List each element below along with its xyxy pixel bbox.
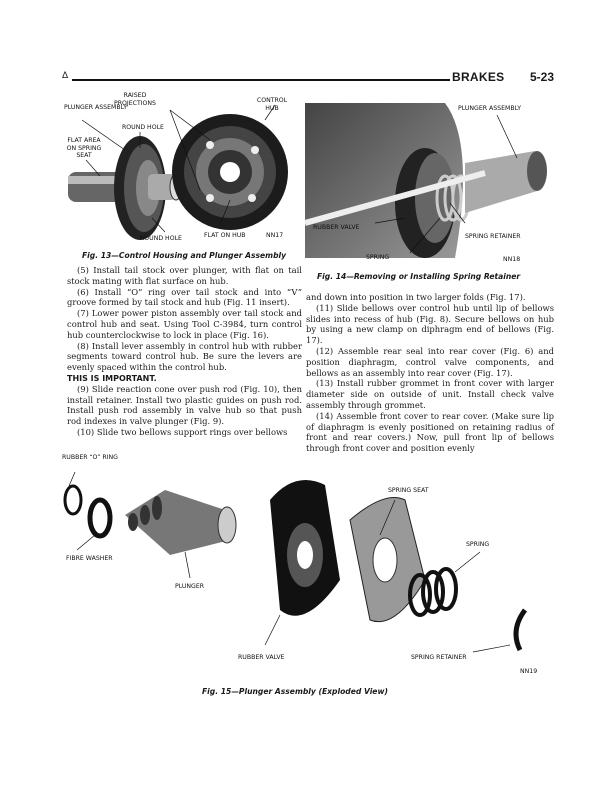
fig14-label-spring: SPRING	[366, 254, 390, 261]
fig15-label-rubber-o-ring: RUBBER “O” RING	[62, 454, 118, 461]
fig13-caption: Fig. 13—Control Housing and Plunger Asse…	[82, 251, 287, 260]
fig15-label-fibre-washer: FIBRE WASHER	[66, 555, 113, 562]
fig14-label-plunger-assembly: PLUNGER ASSEMBLY	[458, 105, 521, 112]
fig15-caption: Fig. 15—Plunger Assembly (Exploded View)	[202, 687, 388, 696]
fig13-label-round-hole-top: ROUND HOLE	[122, 124, 164, 131]
fig15-label-spring-retainer: SPRING RETAINER	[411, 654, 467, 661]
step-14: (14) Assemble front cover to rear cover.…	[306, 410, 554, 454]
step-5: (5) Install tail stock over plunger, wit…	[67, 265, 302, 286]
left-column-text: (5) Install tail stock over plunger, wit…	[67, 265, 302, 438]
fig15-illustration	[63, 471, 528, 653]
fig15-label-spring: SPRING	[466, 541, 490, 548]
right-column-text: and down into position in two larger fol…	[306, 292, 554, 454]
step-13: (13) Install rubber grommet in front cov…	[306, 378, 554, 410]
fig14-code: NN18	[503, 256, 521, 263]
fig14-photo	[305, 103, 547, 258]
important-note: THIS IS IMPORTANT.	[67, 373, 157, 383]
fig15-label-spring-seat: SPRING SEAT	[388, 487, 429, 494]
fig14-label-spring-retainer: SPRING RETAINER	[465, 233, 521, 240]
section-title: BRAKES	[452, 70, 505, 84]
step-8: (8) Install lever assembly in control hu…	[67, 340, 302, 373]
fig13-label-raised-projections: RAISED PROJECTIONS	[114, 92, 156, 107]
fig13-label-plunger-assembly: PLUNGER ASSEMBLY	[64, 104, 127, 111]
fig14-caption: Fig. 14—Removing or Installing Spring Re…	[317, 272, 521, 281]
fig13-label-round-hole-bottom: ROUND HOLE	[140, 235, 182, 242]
step-12: (12) Assemble rear seal into rear cover …	[306, 345, 554, 378]
step-7: (7) Lower power piston assembly over tai…	[67, 308, 302, 340]
page-number: 5-23	[530, 70, 555, 84]
step-11: (11) Slide bellows over control hub unti…	[306, 302, 554, 346]
fig13-label-control-hub: CONTROL HUB	[256, 97, 288, 112]
section-marker: Δ	[62, 71, 69, 81]
step-9: (9) Slide reaction cone over push rod (F…	[67, 383, 302, 427]
fig13-code: NN17	[266, 232, 284, 239]
fig15-label-rubber-valve: RUBBER VALVE	[238, 654, 285, 661]
step-6: (6) Install “O” ring over tail stock and…	[67, 286, 302, 308]
fig13-label-flat-area: FLAT AREA ON SPRING SEAT	[66, 137, 102, 159]
header-rule	[72, 79, 450, 81]
fig13-label-flat-on-hub: FLAT ON HUB	[204, 232, 246, 239]
step-10-continued: and down into position in two larger fol…	[306, 292, 526, 302]
fig13-illustration	[68, 104, 288, 240]
fig14-label-rubber-valve: RUBBER VALVE	[313, 224, 360, 231]
fig15-label-plunger: PLUNGER	[175, 583, 205, 590]
step-10: (10) Slide two bellows support rings ove…	[77, 426, 288, 437]
fig15-code: NN19	[520, 668, 538, 675]
